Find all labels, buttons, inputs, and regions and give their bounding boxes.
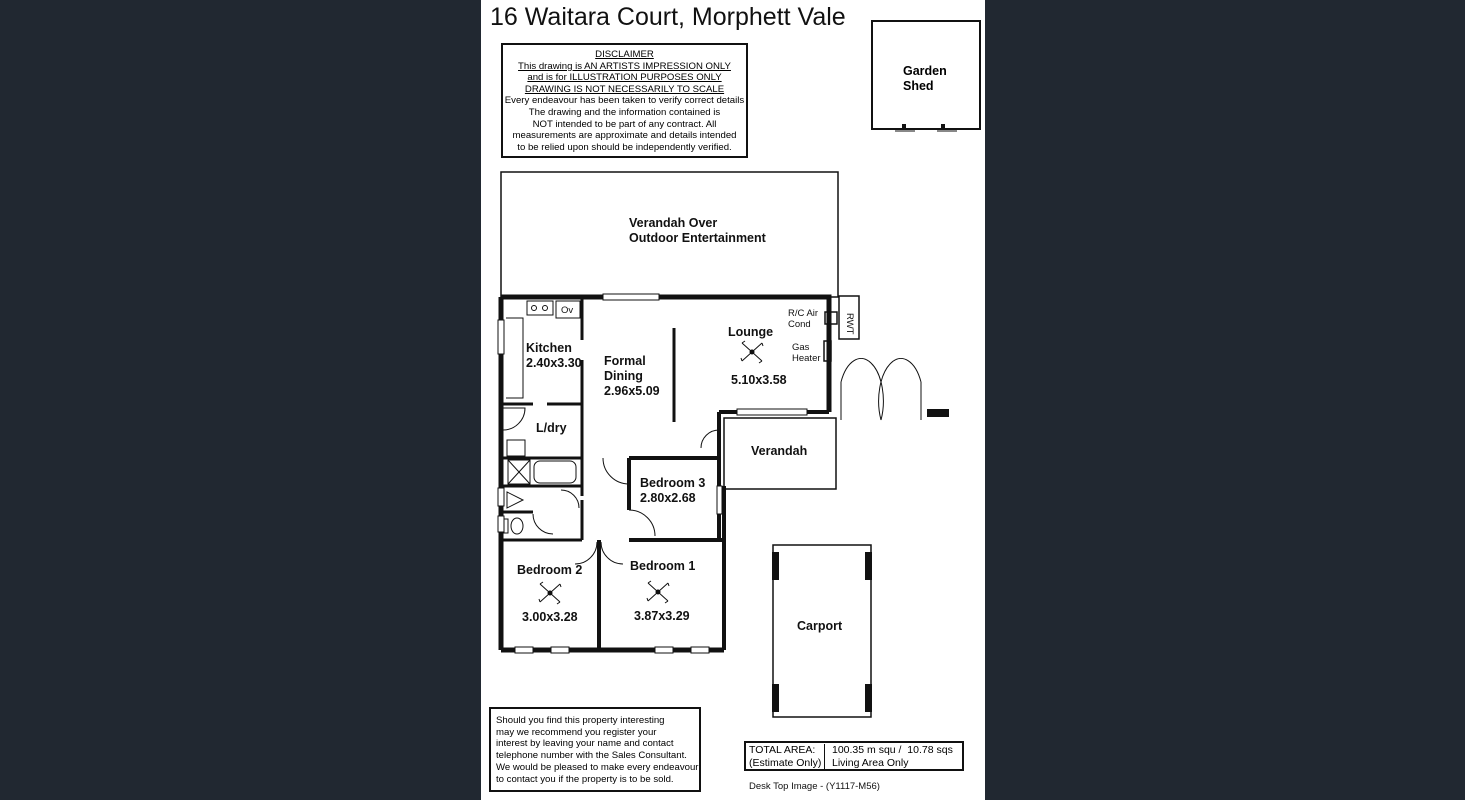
laundry-label: L/dry — [536, 421, 567, 435]
note-line: interest by leaving your name and contac… — [496, 738, 674, 750]
floor-plan-drawing — [497, 124, 957, 718]
rwt-label: RWT — [844, 313, 855, 335]
rc-air-label: R/C Air Cond — [788, 308, 819, 330]
oven-label: Ov — [561, 305, 574, 316]
disclaimer-line: and is for ILLUSTRATION PURPOSES ONLY — [527, 72, 722, 84]
floor-plan-sheet: 16 Waitara Court, Morphett Vale DISCLAIM… — [481, 0, 985, 800]
lounge-label: Lounge — [728, 325, 774, 339]
garden-shed-label: Garden Shed — [903, 64, 947, 93]
disclaimer-line: NOT intended to be part of any contract.… — [532, 118, 717, 130]
interest-note-box: Should you find this property interestin… — [489, 707, 701, 792]
bedroom1-size-label: 3.87x3.29 — [634, 609, 690, 623]
disclaimer-line: Every endeavour has been taken to verify… — [504, 95, 745, 107]
note-line: may we recommend you register your — [496, 726, 657, 738]
bedroom2-size-label: 3.00x3.28 — [522, 610, 578, 624]
note-line: We would be pleased to make every endeav… — [496, 761, 699, 773]
page-title: 16 Waitara Court, Morphett Vale — [490, 3, 846, 31]
disclaimer-box: DISCLAIMER This drawing is AN ARTISTS IM… — [501, 43, 748, 158]
kitchen-label: Kitchen 2.40x3.30 — [526, 341, 582, 370]
disclaimer-line: This drawing is AN ARTISTS IMPRESSION ON… — [518, 60, 731, 72]
total-area-box: TOTAL AREA: (Estimate Only) 100.35 m squ… — [744, 741, 964, 771]
disclaimer-line: The drawing and the information containe… — [528, 106, 721, 118]
disclaimer-line: measurements are approximate and details… — [512, 130, 737, 142]
formal-dining-label: Formal Dining 2.96x5.09 — [604, 354, 660, 398]
note-line: telephone number with the Sales Consulta… — [496, 750, 687, 762]
gas-heater-label: Gas Heater — [792, 342, 821, 364]
disclaimer-heading: DISCLAIMER — [595, 49, 654, 60]
verandah-label: Verandah — [751, 444, 808, 458]
garden-shed: Garden Shed — [871, 20, 981, 130]
bedroom1-label: Bedroom 1 — [630, 559, 696, 573]
bedroom3-label: Bedroom 3 2.80x2.68 — [640, 476, 706, 505]
disclaimer-line: DRAWING IS NOT NECESSARILY TO SCALE — [524, 83, 725, 95]
lounge-size-label: 5.10x3.58 — [731, 373, 787, 387]
note-line: to contact you if the property is to be … — [496, 773, 674, 785]
verandah-over-label: Verandah Over Outdoor Entertainment — [629, 216, 766, 245]
disclaimer-line: to be relied upon should be independentl… — [517, 141, 732, 153]
total-area-label: TOTAL AREA: (Estimate Only) — [749, 744, 825, 770]
total-area-value: 100.35 m squ / 10.78 sqs Living Area Onl… — [832, 744, 953, 769]
carport-label: Carport — [797, 619, 843, 633]
note-line: Should you find this property interestin… — [496, 715, 665, 726]
bedroom2-label: Bedroom 2 — [517, 563, 583, 577]
footer-caption: Desk Top Image - (Y1117-M56) — [749, 781, 880, 792]
